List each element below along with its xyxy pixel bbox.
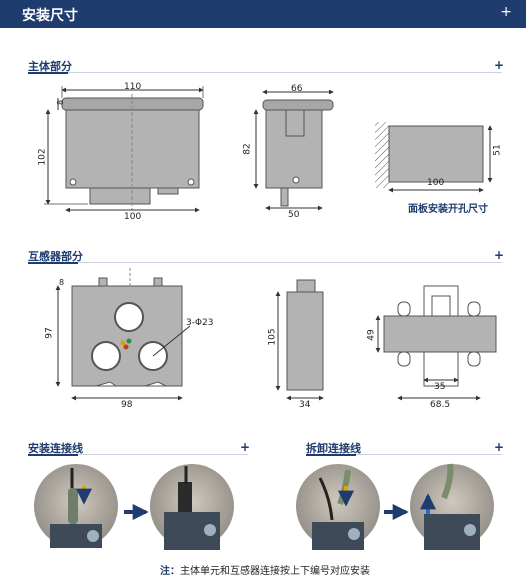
dim-side-height: 82 <box>242 143 253 155</box>
ct-rail-view <box>375 285 497 401</box>
section-title-main-body: 主体部分 <box>28 60 72 73</box>
section-divider <box>78 262 502 263</box>
dim-ct-lip: 8 <box>59 278 65 287</box>
remove-photo-1 <box>296 464 380 550</box>
dim-ct-holes: 3-Φ23 <box>186 318 214 328</box>
expand-main-body-icon[interactable]: + <box>494 58 505 72</box>
title-bar <box>0 0 526 28</box>
section-title-install-wiring: 安装连接线 <box>28 442 83 455</box>
dim-front-width-top: 110 <box>124 82 142 92</box>
front-view <box>44 86 204 213</box>
ct-side-view <box>275 279 324 401</box>
install-photo-1 <box>34 464 118 548</box>
dim-ct-width: 98 <box>121 400 133 410</box>
dim-front-width-bottom: 100 <box>124 212 142 222</box>
section-underline <box>28 454 78 456</box>
dim-cutout-width: 100 <box>427 178 445 188</box>
section-divider <box>356 454 502 455</box>
panel-cutout-view <box>375 122 493 193</box>
ct-front-view <box>55 268 191 401</box>
dim-rail-height: 49 <box>366 329 377 341</box>
dim-ct-side-height: 105 <box>267 328 278 346</box>
remove-photo-2 <box>410 463 494 550</box>
expand-install-icon[interactable]: + <box>240 440 251 454</box>
install-photo-2 <box>150 464 234 550</box>
transformer-drawings <box>55 268 497 401</box>
wiring-photos <box>34 463 494 550</box>
dim-ct-height: 97 <box>44 327 55 339</box>
expand-remove-icon[interactable]: + <box>494 440 505 454</box>
expand-icon[interactable]: + <box>500 4 512 20</box>
dim-cutout-height: 51 <box>492 144 503 156</box>
dim-ct-side-width: 34 <box>299 400 311 410</box>
section-underline <box>28 72 68 74</box>
footer-note: 注：主体单元和互感器连接按上下编号对应安装 <box>160 562 370 577</box>
dim-rail-outer: 68.5 <box>430 400 451 410</box>
section-divider <box>78 454 248 455</box>
dim-side-bottom: 50 <box>288 210 300 220</box>
section-underline <box>306 454 356 456</box>
section-title-remove-wiring: 拆卸连接线 <box>306 442 361 455</box>
section-divider <box>68 72 502 73</box>
expand-transformer-icon[interactable]: + <box>494 248 505 262</box>
main-body-drawings <box>44 86 493 213</box>
section-underline <box>28 262 78 264</box>
page-title: 安装尺寸 <box>22 8 78 24</box>
footer-label: 注： <box>160 566 180 577</box>
section-title-transformer: 互感器部分 <box>28 250 83 263</box>
dim-front-lip: 8 <box>56 99 66 106</box>
dim-front-height: 102 <box>37 148 48 166</box>
side-view <box>253 89 334 211</box>
dim-side-top: 66 <box>291 84 303 94</box>
footer-text: 主体单元和互感器连接按上下编号对应安装 <box>180 566 370 577</box>
dim-rail-inner: 35 <box>434 382 446 392</box>
cutout-caption: 面板安装开孔尺寸 <box>408 204 488 215</box>
